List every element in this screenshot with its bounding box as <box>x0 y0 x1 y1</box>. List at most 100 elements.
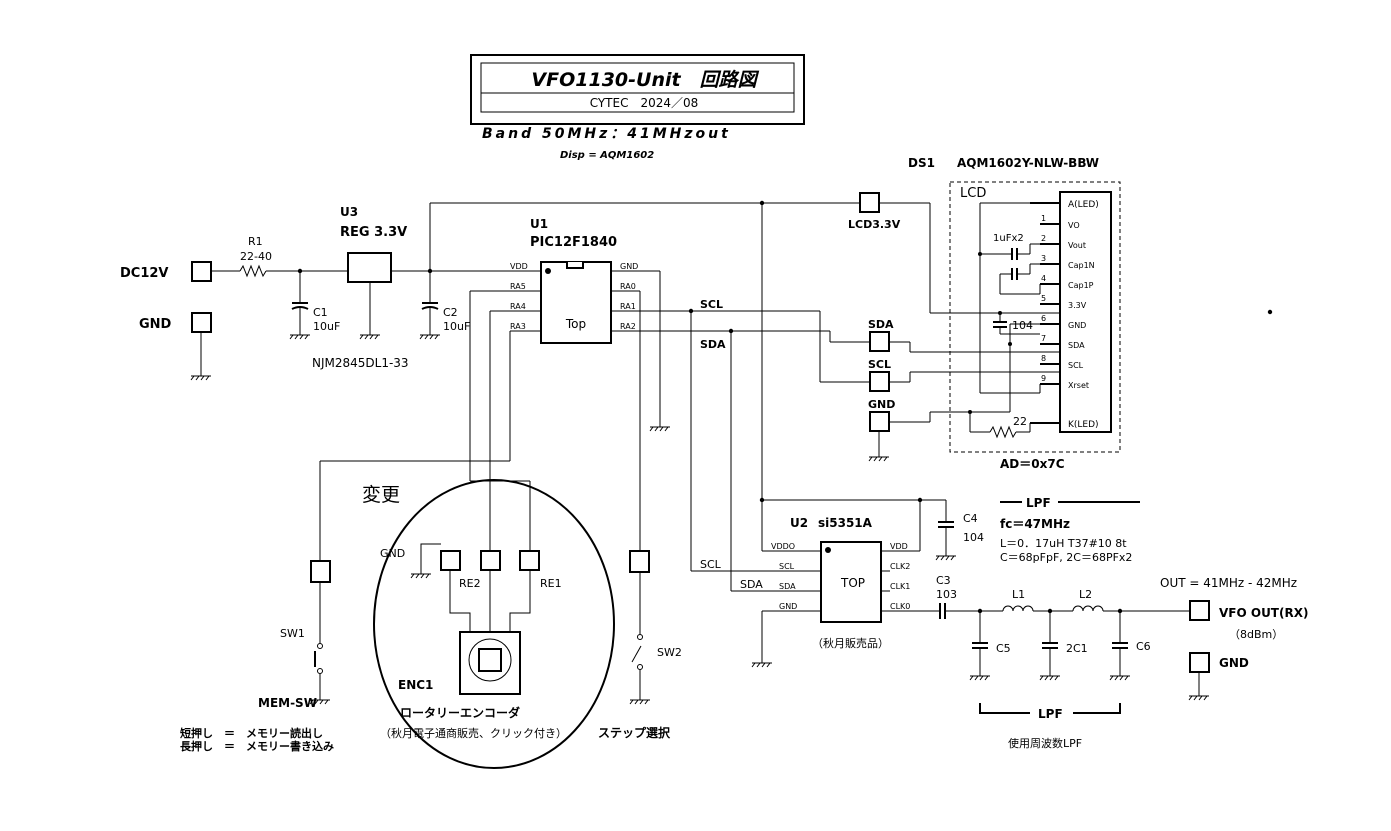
enc-lead <box>509 570 531 632</box>
c1-ref: C1 <box>313 306 328 319</box>
re1-pad <box>519 550 540 571</box>
gnd-symbol <box>1039 675 1060 681</box>
lcd-pin-num: 6 <box>1041 314 1046 323</box>
lcd-pin-num: 3 <box>1041 254 1046 263</box>
gnd-symbol <box>309 699 330 705</box>
lcd-pin-row: 4 Cap1P <box>1040 274 1094 290</box>
enc-gnd-wire <box>420 543 441 574</box>
u2-sda-label: SDA <box>740 578 763 591</box>
out-gnd-label: GND <box>1219 656 1249 670</box>
c3-val: 103 <box>936 588 957 601</box>
vfo-out-level: （8dBm） <box>1229 628 1283 641</box>
vfo-out-label: VFO OUT(RX) <box>1219 606 1308 620</box>
u1-pin-ra5: RA5 <box>510 282 526 291</box>
lcd-dashed-frame <box>949 181 1121 453</box>
enc-gnd-label: GND <box>380 547 405 560</box>
sw2-label: SW2 <box>657 646 682 659</box>
lcd-pin-num: 7 <box>1041 334 1046 343</box>
u1-body <box>540 261 612 344</box>
c1-val: 10uF <box>313 320 340 333</box>
lcd33-label: LCD3.3V <box>848 218 901 231</box>
lcd-pin-row: 3 Cap1N <box>1040 254 1095 270</box>
junction <box>978 252 982 256</box>
u2-pin-gnd: GND <box>779 602 797 611</box>
sw1-pad <box>310 560 331 583</box>
u2-ref: U2 <box>790 516 808 530</box>
gnd-symbol <box>359 334 380 340</box>
lcd-pin-row: 7 SDA <box>1040 334 1085 350</box>
long-press: 長押し ＝ メモリー書き込み <box>180 739 334 753</box>
vfo-out-pad <box>1189 600 1210 621</box>
u2-part: si5351A <box>818 516 873 530</box>
lcd-pin-name: Cap1P <box>1068 281 1094 290</box>
title-frame-inner <box>480 62 795 113</box>
u1-pin-vdd: VDD <box>510 262 528 271</box>
lcd-pin-row: 8 SCL <box>1040 354 1084 370</box>
lcd-label: LCD <box>960 186 986 201</box>
lpf-c: C＝68pFpF, 2C＝68PFx2 <box>1000 551 1132 564</box>
lcd-pin-name: K(LED) <box>1068 420 1099 430</box>
c1-plate <box>291 306 309 310</box>
lcd-pin-row: 1 VO <box>1040 214 1080 230</box>
u1-pin-ra0: RA0 <box>620 282 636 291</box>
enc-shaft <box>478 648 502 672</box>
lpf-spec: LPF fc＝47MHz L＝0．17uH T37#10 8t C＝68pFpF… <box>1000 496 1140 564</box>
lcd-pin-name: SDA <box>1068 341 1085 350</box>
title-block: VFO1130-Unit 回路図 CYTEC 2024／08 Band 50MH… <box>470 54 805 161</box>
sw1-label: SW1 <box>280 627 305 640</box>
u1-part: PIC12F1840 <box>530 235 617 250</box>
c4-val: 104 <box>963 531 984 544</box>
r1-val: 22-40 <box>240 250 272 263</box>
c6-label: C6 <box>1136 640 1151 653</box>
short-press: 短押し ＝ メモリー読出し <box>180 726 323 740</box>
l2-label: L2 <box>1079 588 1092 601</box>
junction <box>998 311 1002 315</box>
lcd-pin-name: GND <box>1068 321 1086 330</box>
c3-ref: C3 <box>936 574 951 587</box>
u3-regulator <box>347 252 392 283</box>
lcd-pin-row: A(LED) <box>1030 200 1099 210</box>
lcd-pin-num: 9 <box>1041 374 1046 383</box>
scl-pad-label: SCL <box>868 358 891 371</box>
title-main: VFO1130-Unit 回路図 <box>531 69 759 91</box>
out-gnd-pad <box>1189 652 1210 673</box>
step-label: ステップ選択 <box>598 725 671 740</box>
lcd-part: AQM1602Y-NLW-BBW <box>957 156 1099 170</box>
c21-label: 2C1 <box>1066 642 1088 655</box>
lcd-pin-num: 2 <box>1041 234 1046 243</box>
lcd-pin-name: A(LED) <box>1068 200 1099 210</box>
lcd-pin-name: Vout <box>1068 241 1086 250</box>
lcd-pin-row: K(LED) <box>1030 420 1099 430</box>
dc12v-label: DC12V <box>120 266 168 281</box>
u2-scl-label: SCL <box>700 558 722 571</box>
gnd-symbol <box>419 334 440 340</box>
u3-part: NJM2845DL1-33 <box>312 356 409 370</box>
lcd33-pad <box>859 192 880 213</box>
encoder: 変更 GND RE2 RE1 ENC1 ロータリーエンコーダ （秋月電子通商販売… <box>362 291 615 769</box>
stray-dot <box>1267 309 1273 315</box>
enc-gnd-pad <box>440 550 461 571</box>
enc-note: （秋月電子通商販売、クリック付き） <box>380 726 567 740</box>
lcd-pin-name: VO <box>1068 221 1080 230</box>
u2-pin-scl: SCL <box>779 562 795 571</box>
enc-ref: ENC1 <box>398 678 433 692</box>
gnd-symbol <box>289 334 310 340</box>
u1-pin-ra3: RA3 <box>510 322 526 331</box>
gnd-symbol <box>629 699 650 705</box>
u3-val: REG 3.3V <box>340 225 407 240</box>
i2c-pads: SDA SCL GND <box>819 311 1060 462</box>
gnd-pad-label: GND <box>868 398 895 411</box>
power-section: DC12V GND R1 22-40 C1 10uF U3 REG 3.3V N… <box>120 203 541 381</box>
u1-pin1-dot <box>545 268 551 274</box>
lcd-cap-104: 104 <box>1012 319 1033 332</box>
gnd-symbol <box>190 375 211 381</box>
gnd-pad <box>191 312 212 333</box>
lcd-pin-name: SCL <box>1068 361 1084 370</box>
dc12v-pad <box>191 261 212 282</box>
u1-notch <box>566 262 584 269</box>
lpf-heading: LPF <box>1026 496 1051 510</box>
sda-pad <box>869 331 890 352</box>
r1-ref: R1 <box>248 235 263 248</box>
gnd-label: GND <box>139 317 172 332</box>
